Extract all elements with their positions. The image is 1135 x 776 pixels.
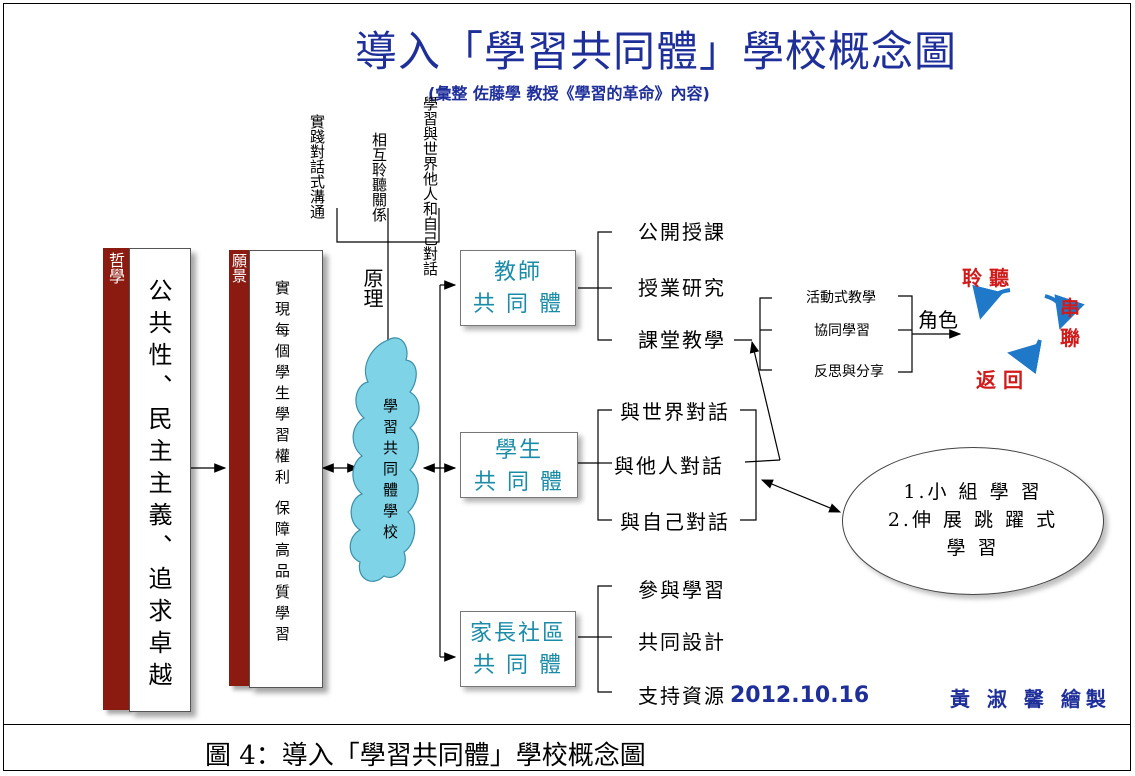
student-community-line1: 學生 <box>494 438 543 463</box>
teacher-community-line2: 共 同 體 <box>473 292 563 317</box>
outer-frame <box>3 3 1131 771</box>
student-community-line2: 共 同 體 <box>474 470 564 495</box>
cycle-arrow-bottom <box>1007 339 1042 375</box>
parent-item-participate: 參與學習 <box>638 578 726 602</box>
signature-date: 2012.10.16 <box>730 683 870 708</box>
classroom-item-activity: 活動式教學 <box>806 290 876 306</box>
role-connect-2: 聯 <box>1060 326 1080 350</box>
classroom-item-collaboration: 協同學習 <box>814 323 870 339</box>
core-school-label: 學習共同體學校 <box>381 398 399 545</box>
cycle-arrow-left <box>972 284 1011 320</box>
teacher-item-classroom: 課堂教學 <box>638 328 726 352</box>
student-item-self: 與自己對話 <box>620 510 730 534</box>
vision-line1: 實現每個學生學習權利 <box>273 280 291 490</box>
role-label: 角色 <box>918 308 958 332</box>
principle-listening: 相互聆聽關係 <box>370 132 388 222</box>
parent-community-box: 家長社區 共 同 體 <box>460 611 576 687</box>
vision-tab: 願景 <box>230 253 248 283</box>
classroom-item-reflection: 反思與分享 <box>814 364 884 380</box>
teacher-item-lesson-study: 授業研究 <box>638 276 726 300</box>
vision-bar <box>229 250 249 686</box>
teacher-item-open-class: 公開授課 <box>638 220 726 244</box>
student-item-world: 與世界對話 <box>620 400 730 424</box>
student-item-others: 與他人對話 <box>614 454 724 478</box>
parent-item-co-design: 共同設計 <box>638 630 726 654</box>
vision-box <box>249 250 323 688</box>
teacher-community-box: 教師 共 同 體 <box>460 250 576 326</box>
role-return: 返 回 <box>976 368 1023 392</box>
role-connect-1: 串 <box>1060 296 1080 320</box>
role-listen: 聆 聽 <box>962 266 1009 290</box>
cycle-arrow-right <box>1044 294 1085 330</box>
signature-author: 黃 淑 馨 繪製 <box>950 687 1111 711</box>
student-method-ellipse: 1.小 組 學 習 2.伸 展 跳 躍 式 學 習 <box>842 447 1104 595</box>
principle-label: 原理 <box>360 268 384 308</box>
parent-item-support: 支持資源 <box>638 684 726 708</box>
parent-community-line2: 共 同 體 <box>473 653 563 678</box>
student-community-box: 學生 共 同 體 <box>460 432 578 498</box>
principle-dialogue: 實踐對話式溝通 <box>308 114 326 219</box>
page-subtitle: (彙整 佐藤學 教授《學習的革命》內容) <box>428 84 710 103</box>
page-title: 導入「學習共同體」學校概念圖 <box>355 27 958 76</box>
parent-community-line1: 家長社區 <box>469 621 566 646</box>
vision-line2: 保障高品質學習 <box>273 500 291 647</box>
philosophy-box <box>129 248 191 712</box>
student-method-line1: 1.小 組 學 習 <box>903 481 1043 503</box>
philosophy-bar <box>103 248 129 710</box>
student-method-line2: 2.伸 展 跳 躍 式 <box>887 509 1059 531</box>
student-method-line3: 學 習 <box>946 537 1000 559</box>
figure-caption: 圖 4：導入「學習共同體」學校概念圖 <box>205 741 646 771</box>
caption-divider <box>3 724 1131 725</box>
philosophy-content: 公共性、民主主義、追求卓越 <box>144 278 172 694</box>
principle-learning: 學習與世界他人和自己對話 <box>421 96 439 276</box>
core-cloud-shape <box>349 337 420 582</box>
philosophy-tab: 哲學 <box>106 252 125 284</box>
teacher-community-line1: 教師 <box>493 260 542 285</box>
